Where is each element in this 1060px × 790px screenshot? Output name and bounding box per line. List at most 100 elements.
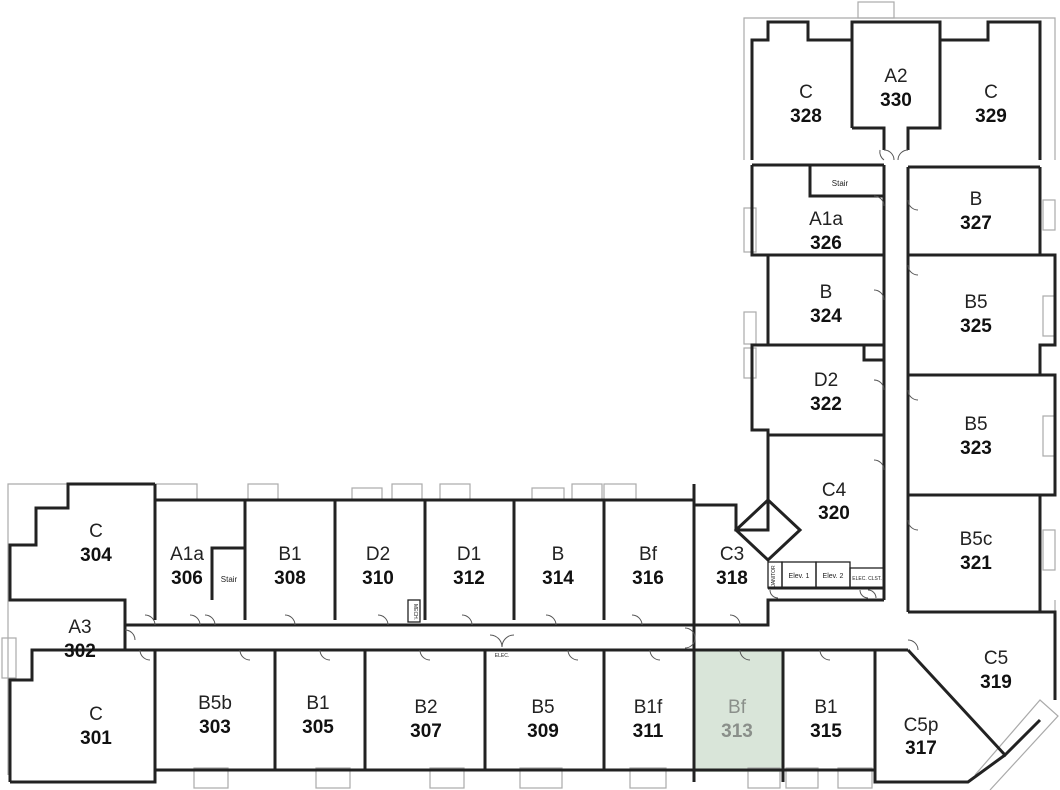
unit-329[interactable]: C 329 [975, 82, 1007, 127]
svg-text:C: C [984, 82, 998, 103]
svg-text:325: 325 [960, 316, 992, 337]
svg-text:B5b: B5b [198, 693, 232, 714]
unit-328[interactable]: C 328 [790, 82, 822, 127]
svg-text:308: 308 [274, 568, 306, 589]
svg-text:B: B [970, 189, 983, 210]
svg-text:D1: D1 [457, 544, 481, 565]
unit-327[interactable]: B 327 [960, 189, 992, 234]
svg-text:322: 322 [810, 394, 842, 415]
svg-text:319: 319 [980, 672, 1012, 693]
svg-text:307: 307 [410, 721, 442, 742]
svg-text:330: 330 [880, 90, 912, 111]
stair-label-top: Stair [832, 179, 849, 188]
unit-304[interactable]: C 304 [80, 521, 112, 566]
svg-text:329: 329 [975, 106, 1007, 127]
svg-text:318: 318 [716, 568, 748, 589]
elec-closet-label: ELEC. CLST. [852, 576, 881, 582]
svg-text:303: 303 [199, 717, 231, 738]
svg-text:321: 321 [960, 553, 992, 574]
svg-text:314: 314 [542, 568, 574, 589]
svg-text:C5p: C5p [904, 715, 939, 736]
svg-text:D2: D2 [814, 370, 838, 391]
svg-text:313: 313 [721, 721, 753, 742]
svg-text:A1a: A1a [809, 209, 843, 230]
unit-316[interactable]: Bf 316 [632, 544, 664, 589]
svg-text:C5: C5 [984, 648, 1008, 669]
svg-text:C: C [89, 704, 103, 725]
svg-text:310: 310 [362, 568, 394, 589]
svg-text:A3: A3 [68, 617, 91, 638]
svg-text:C4: C4 [822, 480, 847, 501]
walls [8, 20, 1057, 784]
svg-text:B5c: B5c [960, 529, 993, 550]
unit-301[interactable]: C 301 [80, 704, 112, 749]
svg-text:A2: A2 [884, 66, 907, 87]
svg-text:B1: B1 [306, 693, 329, 714]
svg-text:B5: B5 [964, 292, 987, 313]
svg-text:304: 304 [80, 545, 112, 566]
svg-text:B5: B5 [964, 414, 987, 435]
svg-text:320: 320 [818, 503, 850, 524]
svg-text:316: 316 [632, 568, 664, 589]
svg-text:A1a: A1a [170, 544, 204, 565]
unit-313[interactable]: Bf 313 [721, 697, 753, 742]
elevator-2-label: Elev. 2 [823, 573, 844, 580]
unit-314[interactable]: B 314 [542, 544, 574, 589]
elevator-1-label: Elev. 1 [789, 573, 810, 580]
svg-text:D2: D2 [366, 544, 390, 565]
svg-text:302: 302 [64, 641, 96, 662]
svg-text:305: 305 [302, 717, 334, 738]
svg-text:326: 326 [810, 233, 842, 254]
svg-text:Bf: Bf [639, 544, 658, 565]
svg-text:317: 317 [905, 738, 937, 759]
svg-text:B: B [820, 282, 833, 303]
svg-text:C: C [89, 521, 103, 542]
svg-text:315: 315 [810, 721, 842, 742]
svg-text:B1: B1 [278, 544, 301, 565]
svg-text:309: 309 [527, 721, 559, 742]
svg-text:301: 301 [80, 728, 112, 749]
elec-label: ELEC. [495, 653, 509, 659]
unit-313-highlight[interactable] [695, 649, 783, 772]
svg-text:328: 328 [790, 106, 822, 127]
svg-text:311: 311 [633, 721, 664, 742]
svg-text:327: 327 [960, 213, 992, 234]
svg-text:B5: B5 [531, 697, 554, 718]
svg-text:B1f: B1f [634, 697, 663, 718]
svg-text:Bf: Bf [728, 697, 747, 718]
unit-324[interactable]: B 324 [810, 282, 842, 327]
svg-text:323: 323 [960, 438, 992, 459]
svg-text:B1: B1 [814, 697, 837, 718]
svg-text:C: C [799, 82, 813, 103]
svg-text:306: 306 [171, 568, 203, 589]
svg-text:C3: C3 [720, 544, 744, 565]
svg-text:B: B [552, 544, 565, 565]
mech-label: MECH. [412, 604, 418, 620]
janitor-label: JANITOR [771, 565, 777, 587]
svg-text:324: 324 [810, 306, 842, 327]
